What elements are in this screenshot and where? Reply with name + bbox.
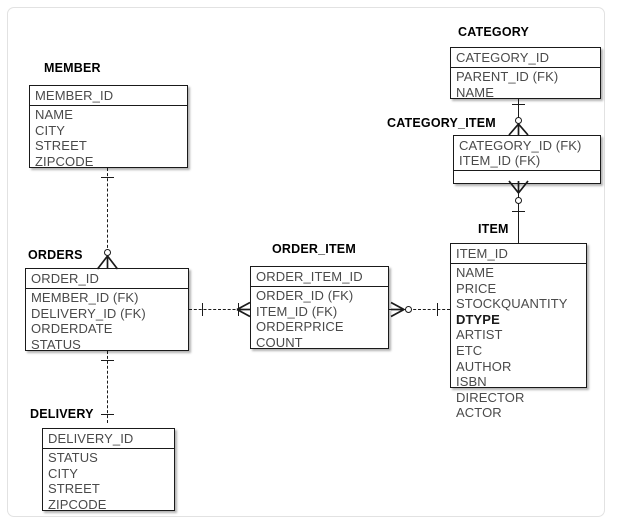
category-attribute-section: PARENT_ID (FK) NAME: [451, 66, 600, 102]
item-attribute-section: NAME PRICE STOCKQUANTITY DTYPE ARTIST ET…: [451, 262, 586, 423]
connector-line: [389, 309, 450, 310]
attribute-city: CITY: [35, 122, 66, 138]
attribute-member_id: MEMBER_ID: [35, 87, 114, 103]
attribute-name: NAME: [456, 84, 494, 100]
orders-attribute-section: MEMBER_ID (FK) DELIVERY_ID (FK) ORDERDAT…: [26, 287, 188, 354]
item-key-section: ITEM_ID: [451, 244, 586, 263]
attribute-count: COUNT: [256, 334, 303, 350]
attribute-item_id-fk: ITEM_ID (FK): [459, 153, 541, 169]
entity-title-item: ITEM: [478, 222, 509, 236]
attribute-name: NAME: [35, 107, 73, 123]
attribute-zipcode: ZIPCODE: [48, 496, 107, 512]
attribute-actor: ACTOR: [456, 405, 502, 421]
category-item-attribute-section: CATEGORY_ID (FK) ITEM_ID (FK): [454, 136, 600, 170]
cardinality-many-crowsfoot: [96, 255, 119, 270]
entity-title-order-item: ORDER_ITEM: [272, 242, 356, 256]
entity-box-category[interactable]: CATEGORY_ID PARENT_ID (FK) NAME: [450, 47, 601, 102]
entity-box-order-item[interactable]: ORDER_ITEM_ID ORDER_ID (FK) ITEM_ID (FK)…: [250, 266, 389, 352]
attribute-artist: ARTIST: [456, 327, 503, 343]
category-key-section: CATEGORY_ID: [451, 48, 600, 67]
entity-title-category: CATEGORY: [458, 25, 530, 39]
entity-box-delivery[interactable]: DELIVERY_ID STATUS CITY STREET ZIPCODE: [42, 428, 175, 514]
cardinality-many-crowsfoot: [236, 301, 251, 318]
entity-box-category-item[interactable]: CATEGORY_ID (FK) ITEM_ID (FK): [453, 135, 601, 184]
cardinality-many-crowsfoot: [390, 301, 405, 318]
entity-title-delivery: DELIVERY: [30, 407, 94, 421]
entity-box-member[interactable]: MEMBER_ID NAME CITY STREET ZIPCODE: [29, 85, 188, 171]
attribute-member_id-fk: MEMBER_ID (FK): [31, 290, 139, 306]
order-item-attribute-section: ORDER_ID (FK) ITEM_ID (FK) ORDERPRICE CO…: [251, 285, 388, 352]
attribute-orderdate: ORDERDATE: [31, 321, 113, 337]
cardinality-one-tick-bottom: [101, 414, 114, 415]
attribute-item_id-fk: ITEM_ID (FK): [256, 303, 338, 319]
attribute-etc: ETC: [456, 343, 483, 359]
attribute-parent_id-fk: PARENT_ID (FK): [456, 69, 559, 85]
attribute-author: AUTHOR: [456, 358, 512, 374]
cardinality-zero-circle: [515, 197, 522, 204]
attribute-status: STATUS: [31, 336, 81, 352]
cardinality-one-tick: [101, 177, 114, 178]
attribute-category_id-fk: CATEGORY_ID (FK): [459, 137, 582, 153]
member-key-section: MEMBER_ID: [30, 86, 187, 105]
attribute-price: PRICE: [456, 280, 497, 296]
cardinality-zero-circle: [104, 249, 111, 256]
attribute-category_id: CATEGORY_ID: [456, 49, 550, 65]
cardinality-zero-circle: [515, 117, 522, 124]
orders-key-section: ORDER_ID: [26, 269, 188, 288]
cardinality-many-crowsfoot: [507, 123, 530, 136]
cardinality-one-tick: [512, 104, 525, 105]
attribute-street: STREET: [48, 481, 100, 497]
entity-title-orders: ORDERS: [28, 248, 83, 262]
attribute-name: NAME: [456, 265, 494, 281]
cardinality-zero-circle: [405, 306, 412, 313]
cardinality-one-tick: [437, 303, 438, 316]
entity-box-item[interactable]: ITEM_ID NAME PRICE STOCKQUANTITY DTYPE A…: [450, 243, 587, 420]
attribute-order_id: ORDER_ID: [31, 270, 99, 286]
attribute-dtype: DTYPE: [456, 311, 500, 327]
delivery-key-section: DELIVERY_ID: [43, 429, 174, 448]
delivery-attribute-section: STATUS CITY STREET ZIPCODE: [43, 447, 174, 514]
connector-line: [518, 184, 519, 243]
connector-line: [107, 168, 108, 253]
cardinality-one-tick-top: [101, 360, 114, 361]
cardinality-one-tick: [202, 303, 203, 316]
connector-line: [189, 309, 250, 310]
attribute-order_id-fk: ORDER_ID (FK): [256, 288, 354, 304]
attribute-city: CITY: [48, 465, 79, 481]
attribute-street: STREET: [35, 138, 87, 154]
entity-title-category-item: CATEGORY_ITEM: [387, 116, 496, 130]
connector-line: [107, 351, 108, 423]
entity-title-member: MEMBER: [44, 61, 101, 75]
attribute-stockquantity: STOCKQUANTITY: [456, 296, 568, 312]
member-attribute-section: NAME CITY STREET ZIPCODE: [30, 104, 187, 171]
attribute-delivery_id: DELIVERY_ID: [48, 430, 134, 446]
cardinality-many-crowsfoot: [507, 180, 530, 194]
order-item-key-section: ORDER_ITEM_ID: [251, 267, 388, 286]
category-item-empty-section: [454, 170, 600, 183]
attribute-zipcode: ZIPCODE: [35, 153, 94, 169]
cardinality-one-tick: [512, 211, 525, 212]
attribute-orderprice: ORDERPRICE: [256, 319, 344, 335]
attribute-director: DIRECTOR: [456, 389, 525, 405]
attribute-order_item_id: ORDER_ITEM_ID: [256, 268, 363, 284]
attribute-status: STATUS: [48, 450, 98, 466]
attribute-item_id: ITEM_ID: [456, 245, 508, 261]
attribute-delivery_id-fk: DELIVERY_ID (FK): [31, 305, 146, 321]
entity-box-orders[interactable]: ORDER_ID MEMBER_ID (FK) DELIVERY_ID (FK)…: [25, 268, 189, 354]
attribute-isbn: ISBN: [456, 374, 487, 390]
